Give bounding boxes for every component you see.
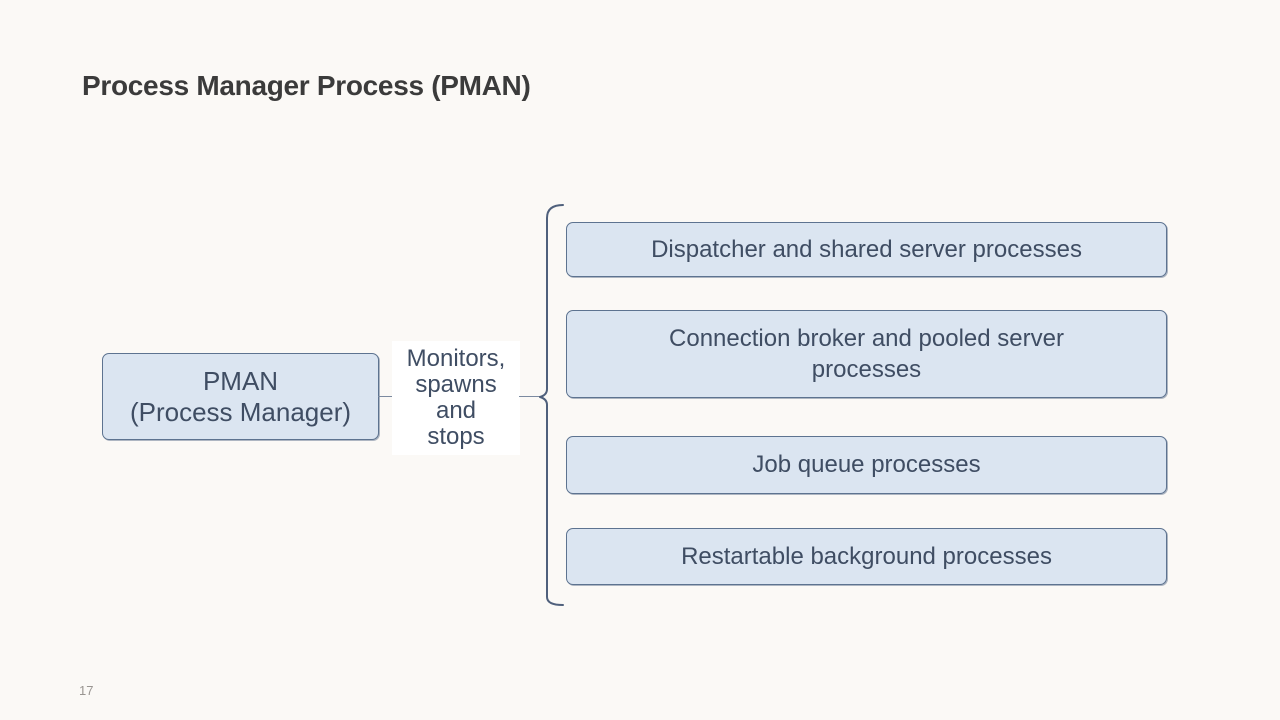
target-box-label: Restartable background processes xyxy=(681,542,1052,570)
target-box-label: Job queue processes xyxy=(752,451,981,478)
connector-label: Monitors, spawns and stops xyxy=(392,341,520,455)
target-box-job-queue: Job queue processes xyxy=(566,436,1167,494)
connector-label-line: and xyxy=(435,397,477,424)
target-box-label: Dispatcher and shared server processes xyxy=(651,235,1082,263)
target-box-connection-broker: Connection broker and pooled server proc… xyxy=(566,310,1167,398)
pman-source-box: PMAN (Process Manager) xyxy=(102,353,379,440)
target-box-restartable-background: Restartable background processes xyxy=(566,528,1167,585)
pman-box-line2: (Process Manager) xyxy=(129,396,352,427)
page-number: 17 xyxy=(79,683,94,698)
connector-label-line: stops xyxy=(427,423,485,450)
connector-line-right xyxy=(519,396,542,397)
curly-brace-icon xyxy=(539,204,564,606)
connector-label-line: Monitors, xyxy=(406,345,506,372)
slide-title: Process Manager Process (PMAN) xyxy=(82,70,531,101)
connector-line-left xyxy=(378,396,393,397)
pman-box-line1: PMAN xyxy=(202,365,279,396)
target-box-label: Connection broker and pooled server proc… xyxy=(669,325,1064,383)
connector-label-line: spawns xyxy=(415,371,497,398)
target-box-dispatcher: Dispatcher and shared server processes xyxy=(566,222,1167,277)
